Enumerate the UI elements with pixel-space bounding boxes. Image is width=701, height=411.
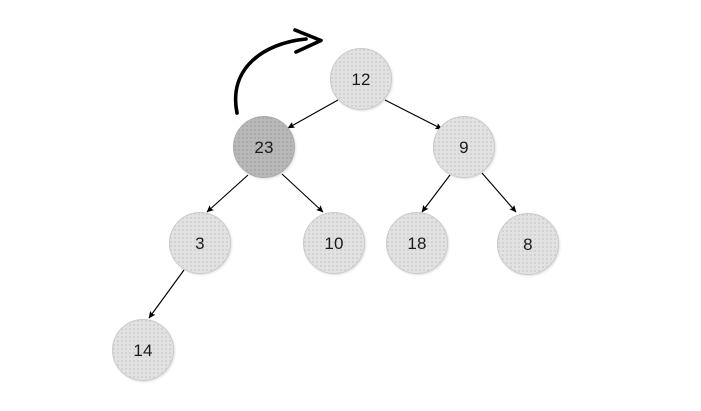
tree-node-label: 12 [351, 69, 371, 89]
rotation-arrow-head [293, 28, 323, 54]
edge-12-23 [287, 99, 339, 129]
rotation-arrow-curve [233, 37, 308, 115]
tree-node-23-highlighted[interactable]: 23 [233, 116, 295, 178]
tree-node-label: 3 [195, 233, 205, 253]
tree-node-label: 14 [133, 340, 153, 360]
edge-9-18 [421, 174, 451, 213]
tree-node-label: 23 [254, 137, 274, 157]
edge-3-14 [148, 269, 185, 319]
tree-node-8[interactable]: 8 [497, 213, 559, 275]
tree-node-18[interactable]: 18 [386, 212, 448, 274]
tree-node-label: 18 [407, 233, 427, 253]
edge-23-3 [206, 174, 249, 213]
tree-node-label: 9 [459, 137, 469, 157]
tree-node-12[interactable]: 12 [330, 48, 392, 110]
tree-node-label: 10 [324, 233, 344, 253]
tree-node-9[interactable]: 9 [433, 116, 495, 178]
edge-23-10 [281, 173, 324, 213]
tree-node-3[interactable]: 3 [169, 212, 231, 274]
edge-12-9 [384, 99, 443, 130]
tree-node-10[interactable]: 10 [303, 212, 365, 274]
edge-9-8 [481, 172, 517, 213]
tree-edges [148, 99, 517, 319]
rotation-arrow [233, 28, 323, 115]
tree-node-label: 8 [523, 234, 533, 254]
tree-node-14[interactable]: 14 [112, 319, 174, 381]
